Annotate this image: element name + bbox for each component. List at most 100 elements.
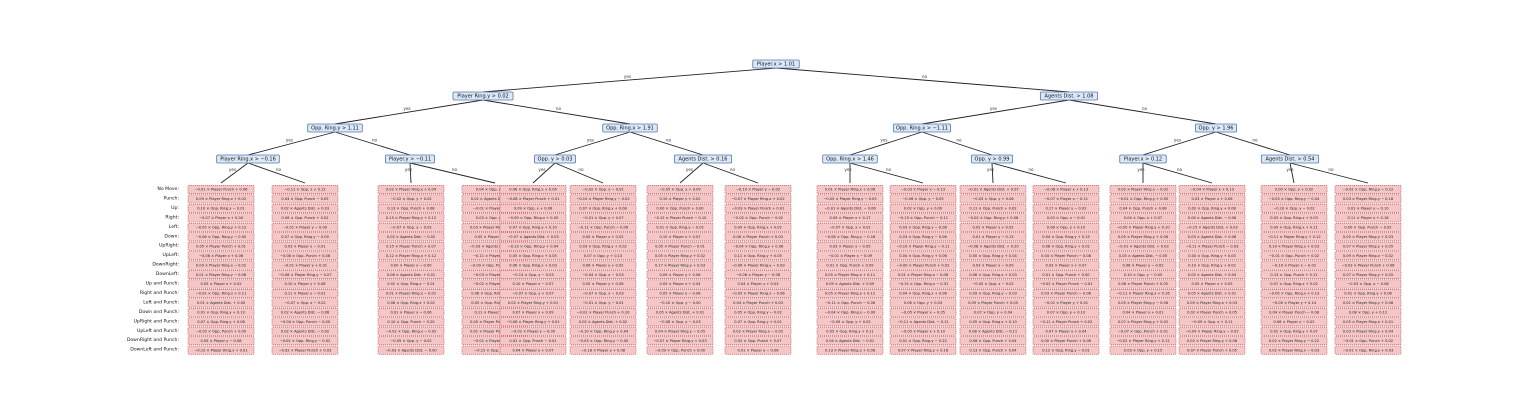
leaf-equation: 0.02 × Player Ring.y + 0.06	[1187, 339, 1238, 343]
leaf-cell: 0.04 × Player Punch + 0.03	[724, 298, 792, 308]
leaf-cell: 0.00 × Opp. Ring.y + 0.04	[959, 251, 1027, 261]
leaf-column-7: −0.10 × Player y − 0.02−0.07 × Player Ri…	[724, 185, 792, 355]
leaf-equation: −0.08 × Opp. Punch + 0.06	[280, 254, 331, 258]
leaf-cell: 0.08 × Agents Dist. − 0.11	[959, 326, 1027, 336]
leaf-equation: 0.04 × Opp. Punch − 0.05	[281, 197, 328, 201]
leaf-equation: 0.05 × Opp. Ring.y + 0.08	[471, 301, 519, 305]
leaf-equation: −0.08 × Opp. Ring.y − 0.16	[825, 235, 876, 239]
edge-rl-rll	[849, 131, 923, 156]
leaf-cell: −0.05 × Opp. y + 0.09	[646, 185, 714, 194]
leaf-equation: 0.15 × Player Punch + 0.07	[386, 244, 436, 248]
leaf-equation: 0.05 × Player x + 0.02	[200, 282, 241, 286]
leaf-cell: 0.01 × Player Ring.y − 0.08	[187, 270, 255, 279]
leaf-cell: 0.05 × Opp. Ring.x + 0.10	[959, 317, 1027, 327]
leaf-equation: 0.04 × Player x + 0.01	[1122, 311, 1163, 315]
leaf-cell: 0.11 × Opp. Punch + 0.02	[959, 203, 1027, 213]
leaf-cell: −0.07 × Player x − 0.11	[1032, 194, 1100, 204]
action-row-label: DownLeft and Punch:	[130, 347, 179, 353]
edge-lrr-leaf7	[702, 162, 759, 184]
leaf-equation: −0.04 × Opp. Ring.x − 0.00	[825, 311, 876, 315]
decision-node-label: Agents Dist. > 1.08	[1045, 93, 1094, 99]
leaf-cell: 0.05 × Opp. Ring.y − 0.02	[724, 307, 792, 317]
leaf-cell: −0.04 × Opp. Punch − 0.00	[271, 317, 339, 327]
leaf-equation: 0.10 × Opp. y − 0.05	[1124, 273, 1162, 277]
leaf-cell: −0.01 × Agents Dist. + 0.07	[959, 185, 1027, 194]
leaf-equation: −0.15 × Agents Dist. + 0.03	[1186, 226, 1237, 230]
leaf-equation: 0.03 × Player x + 0.06	[1191, 197, 1233, 201]
leaf-equation: −0.10 × Opp. y − 0.02	[1273, 207, 1314, 211]
leaf-equation: −0.00 × Player Ring.y + 0.10	[1116, 226, 1170, 230]
action-row-label: UpLeft and Punch:	[137, 328, 179, 334]
leaf-equation: −0.06 × Opp. y − 0.05	[902, 197, 943, 201]
leaf-cell: 0.07 × Player Punch + 0.05	[1178, 345, 1246, 355]
leaf-cell: −0.04 × Opp. x − 0.03	[569, 270, 637, 279]
leaf-equation: 0.02 × Player Ring.x + 0.04	[386, 188, 437, 192]
leaf-equation: −0.01 × Agents Dist. − 0.06	[824, 207, 876, 211]
leaf-cell: −0.11 × Opp. Punch − 0.06	[816, 298, 884, 308]
action-row-label: Right and Punch:	[140, 290, 180, 296]
leaf-equation: −0.05 × Player Ring.y − 0.05	[823, 197, 876, 201]
leaf-equation: 0.06 × Opp. Ring.y − 0.02	[471, 292, 519, 296]
leaf-equation: −0.05 × Opp. Ring.x + 0.13	[1269, 292, 1320, 296]
leaf-equation: −0.00 × Player y + 0.14	[1272, 301, 1317, 305]
edge-label-yes: yes	[1174, 138, 1181, 143]
leaf-cell: −0.11 × Player Punch − 0.03	[1178, 241, 1246, 251]
leaf-equation: 0.07 × Opp. Ring.y + 0.06	[197, 320, 245, 324]
leaf-cell: 0.01 × Opp. Ring.y + 0.06	[1334, 288, 1402, 298]
leaf-cell: −0.02 × Player Ring.y + 0.12	[1109, 336, 1177, 346]
leaf-cell: −0.02 × Opp. Punch + 0.00	[187, 326, 255, 336]
edge-l-lr	[482, 99, 631, 125]
edge-rlr-leaf10	[991, 162, 994, 184]
leaf-equation: −0.01 × Player y + 0.01	[283, 263, 327, 267]
leaf-equation: −0.01 × Opp. y + 0.07	[582, 216, 623, 220]
leaf-equation: 0.05 × Agents Dist. − 0.05	[1119, 254, 1167, 258]
leaf-cell: 0.05 × Player x + 0.04	[646, 279, 714, 289]
leaf-equation: −0.05 × Player x + 0.10	[901, 329, 946, 333]
decision-node-rrr: Agents Dist. > 0.54	[1260, 154, 1320, 164]
leaf-cell: −0.01 × Agents Dist. − 0.06	[816, 203, 884, 213]
leaf-cell: 0.04 × Player Punch − 0.08	[1032, 251, 1100, 261]
leaf-equation: −0.03 × Opp. Ring.y − 0.04	[1269, 197, 1320, 201]
leaf-cell: 0.00 × Opp. y + 0.02	[1260, 185, 1328, 194]
edge-lrl-leaf4	[532, 162, 556, 184]
leaf-cell: 0.03 × Player x − 0.09	[959, 260, 1027, 270]
leaf-cell: −0.10 × Opp. y − 0.02	[1260, 203, 1328, 213]
leaf-equation: 0.10 × Opp. Ring.x − 0.01	[197, 207, 245, 211]
leaf-cell: 0.17 × Player Ring.y + 0.03	[646, 260, 714, 270]
leaf-equation: 0.11 × Opp. Ring.y + 0.05	[734, 254, 782, 258]
leaf-cell: −0.02 × Player Punch − 0.01	[1032, 279, 1100, 289]
leaf-cell: −0.10 × Player x − 0.02	[1260, 260, 1328, 270]
leaf-cell: 0.03 × Player Punch − 0.06	[1032, 288, 1100, 298]
leaf-cell: 0.05 × Opp. Ring.y + 0.11	[816, 326, 884, 336]
leaf-cell: −0.01 × Player y + 0.01	[271, 260, 339, 270]
leaf-cell: 0.07 × Player Ring.y + 0.02	[1109, 317, 1177, 327]
leaf-equation: −0.05 × Player Ring.x − 0.06	[731, 292, 785, 296]
leaf-equation: −0.10 × Player x − 0.02	[1272, 263, 1316, 267]
leaf-equation: 0.03 × Opp. x − 0.01	[1047, 216, 1085, 220]
leaf-cell: −0.07 × Player x + 0.04	[187, 213, 255, 223]
decision-node-lll: Player Ring.x > −0.16	[216, 154, 280, 164]
leaf-cell: −0.07 × Opp. x − 0.03	[569, 288, 637, 298]
leaf-cell: 0.07 × Player Ring.y + 0.05	[1334, 270, 1402, 279]
leaf-cell: 0.07 × Opp. y + 0.04	[959, 307, 1027, 317]
leaf-cell: 0.06 × Opp. Ring.x + 0.02	[377, 298, 445, 308]
leaf-cell: 0.13 × Opp. Punch + 0.08	[377, 203, 445, 213]
leaf-equation: 0.09 × Player Ring.x + 0.02	[196, 197, 246, 201]
leaf-cell: 0.07 × Opp. Ring.x + 0.02	[1260, 279, 1328, 289]
leaf-equation: −0.18 × Player y + 0.08	[581, 348, 626, 352]
leaf-cell: 0.07 × Player Ring.y + 0.05	[1334, 241, 1402, 251]
leaf-equation: 0.06 × Player y − 0.02	[1122, 263, 1163, 267]
leaf-equation: 0.04 × Opp. x + 0.07	[1124, 216, 1162, 220]
leaf-cell: 0.07 × Opp. y + 0.13	[569, 251, 637, 261]
leaf-cell: 0.15 × Player Ring.y + 0.12	[377, 213, 445, 223]
action-row-label: UpLeft:	[163, 252, 180, 258]
decision-node-rl: Opp. Ring.x > −1.11	[892, 123, 952, 133]
leaf-equation: 0.05 × Opp. Ring.y − 0.02	[734, 311, 782, 315]
leaf-equation: 0.06 × Player Punch + 0.05	[1118, 282, 1168, 286]
leaf-cell: 0.03 × Opp. Ring.y − 0.06	[889, 232, 957, 242]
leaf-cell: −0.02 × Opp. Ring.y − 0.12	[1334, 185, 1402, 194]
leaf-cell: 0.02 × Opp. Punch − 0.01	[499, 336, 567, 346]
leaf-cell: −0.08 × Opp. y − 0.03	[646, 317, 714, 327]
action-row-label: DownRight:	[152, 262, 179, 268]
leaf-equation: 0.03 × Opp. Ring.y + 0.02	[579, 244, 627, 248]
